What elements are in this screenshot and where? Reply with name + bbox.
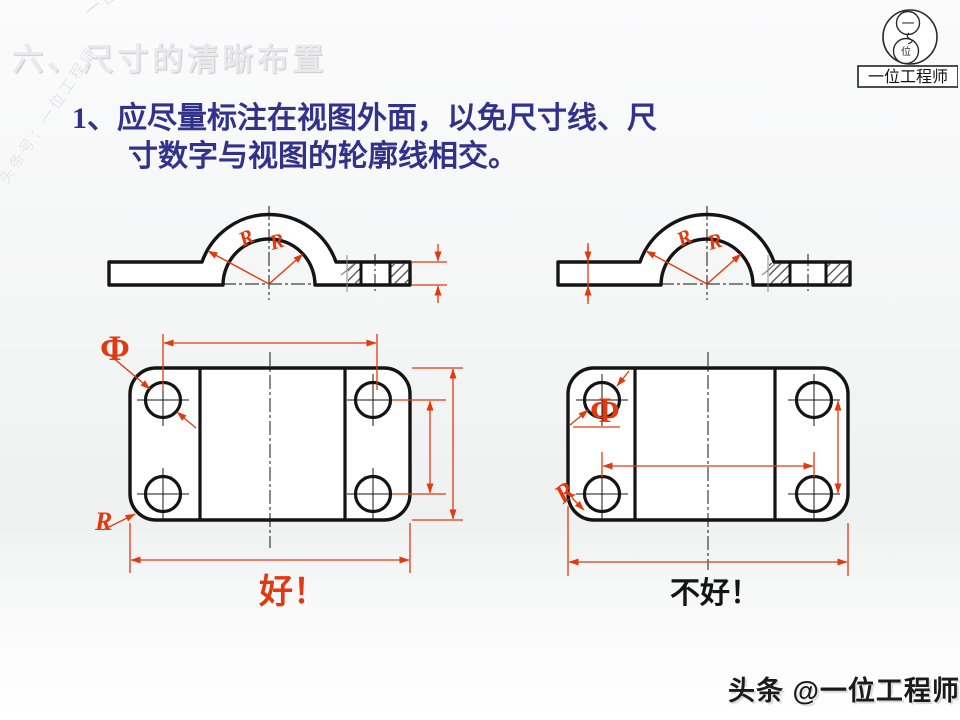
good-front-thickness-dim: [412, 244, 447, 303]
good-front-hatch-left: [348, 263, 360, 284]
good-plan-holes: [137, 374, 399, 520]
logo-label: 一位工程师: [868, 68, 948, 86]
bad-front-hatch-right: [827, 263, 848, 284]
footer-handle: 头条 @一位工程师: [728, 676, 960, 706]
good-plan-dimensions: [102, 334, 463, 573]
bad-front-hatch-left: [769, 263, 789, 284]
diagonal-watermark: 一位工程师: [78, 0, 168, 22]
logo-bottom-circle: [892, 37, 920, 65]
good-front-radius-dims: [207, 250, 304, 285]
logo-bottom-char: 位: [901, 45, 911, 58]
slide-title-watermark: 六、尺寸的清晰布置: [12, 42, 327, 77]
logo-label-box: [857, 65, 958, 88]
good-front-break-zigzag: [340, 263, 355, 276]
bad-example-label: 不好！: [670, 577, 760, 610]
good-example-label: 好！: [259, 574, 327, 611]
good-front-hatch-right: [391, 263, 409, 284]
good-front-radius-label-2: R: [266, 228, 287, 255]
bad-plan-view: Φ R: [548, 352, 850, 576]
good-front-view: R R: [107, 206, 447, 303]
good-plan-radius-label: R: [94, 507, 112, 536]
good-front-part-outline: [107, 212, 412, 287]
engineer-logo: 一 位 一位工程师: [857, 9, 958, 88]
bad-front-part-outline: [556, 212, 852, 287]
rule-heading-line1: 1、应尽量标注在视图外面，以免尺寸线、尺: [72, 102, 657, 135]
bad-plan-diameter-label: Φ: [590, 390, 620, 430]
bad-front-radius-dims: [645, 250, 742, 285]
good-plan-diameter-label: Φ: [100, 328, 130, 368]
good-plan-view: Φ R: [94, 328, 463, 573]
logo-squiggle: [906, 32, 913, 45]
technical-drawing-canvas: R R R R: [94, 206, 852, 576]
rule-heading-line2: 寸数字与视图的轮廓线相交。: [128, 140, 518, 173]
bad-front-radius-label-2: R: [704, 228, 725, 255]
bad-front-view: R R: [556, 206, 852, 304]
logo-top-char: 一: [901, 16, 914, 31]
rule-heading: 1、应尽量标注在视图外面，以免尺寸线、尺 寸数字与视图的轮廓线相交。: [72, 100, 772, 176]
bad-plan-dimensions: [567, 370, 849, 576]
bad-front-break-zigzag: [761, 263, 776, 276]
